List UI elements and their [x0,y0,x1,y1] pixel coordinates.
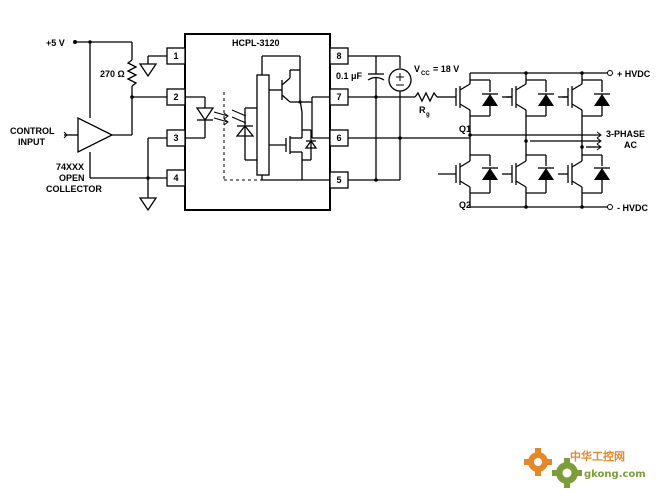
pos-rail-terminal [607,70,613,76]
gear-green-icon [552,458,582,488]
chip-body [184,33,331,211]
freewheel-diode-icon [482,94,498,106]
igbt-column-2 [505,72,555,208]
svg-text:6: 6 [336,133,341,143]
svg-text:2: 2 [173,92,178,102]
resistor-label: 270 Ω [100,69,125,79]
vcc-label: V [414,64,420,74]
igbt-column-1 [450,73,498,207]
q1-label: Q1 [459,124,471,134]
freewheel-diode-icon [482,168,498,180]
logic-label-1: 74XXX [56,162,84,172]
neg-rail-terminal [607,204,613,210]
svg-text:5: 5 [336,175,341,185]
svg-text:4: 4 [173,173,178,183]
supply-section: 0.1 μF V CC = 18 V R g [336,55,470,182]
control-label-2: INPUT [18,137,46,147]
open-collector-buffer [77,116,114,154]
input-section: +5 V 270 Ω CONTROL INPUT 74XXX OPEN COLL… [10,38,167,212]
q2-label: Q2 [459,200,471,210]
output-label-2: AC [624,140,637,150]
photodiode-icon [235,124,255,137]
control-label-1: CONTROL [10,126,55,136]
igbt-bridge: + HVDC - HVDC 3-PHASE AC Q1 Q2 [438,69,651,213]
rg-subscript: g [426,112,430,118]
supply-label: +5 V [46,38,65,48]
neg-rail-label: - HVDC [617,203,648,213]
body-diode-icon [304,139,318,149]
cap-label: 0.1 μF [336,71,363,81]
svg-text:3: 3 [173,133,178,143]
vcc-subscript: CC [421,71,430,77]
pullup-resistor [126,59,138,87]
pos-rail-label: + HVDC [617,69,651,79]
vcc-value: = 18 V [433,64,459,74]
pin-4 [166,169,186,187]
pin-1 [166,47,186,65]
amplifier-block [256,74,270,176]
gate-resistor [414,91,438,103]
gear-orange-icon [524,448,552,476]
optocoupler-chip: HCPL-3120 1 2 3 4 8 7 6 5 [166,33,349,211]
output-label-1: 3-PHASE [606,129,645,139]
logic-label-2: OPEN [59,173,85,183]
svg-text:8: 8 [336,51,341,61]
bypass-capacitor [367,76,385,81]
igbt-column-3 [561,72,611,208]
rg-label: R [419,105,426,115]
watermark-url: gkong.com [584,469,646,480]
ground-symbol-top [138,63,158,78]
watermark-logo: 中华工控网 gkong.com [524,448,646,488]
svg-text:7: 7 [336,92,341,102]
logic-label-3: COLLECTOR [46,184,102,194]
svg-text:1: 1 [173,51,178,61]
ground-symbol-bottom [138,197,158,212]
watermark-text: 中华工控网 [570,449,625,463]
input-led-icon [195,107,215,122]
chip-name: HCPL-3120 [232,38,280,48]
